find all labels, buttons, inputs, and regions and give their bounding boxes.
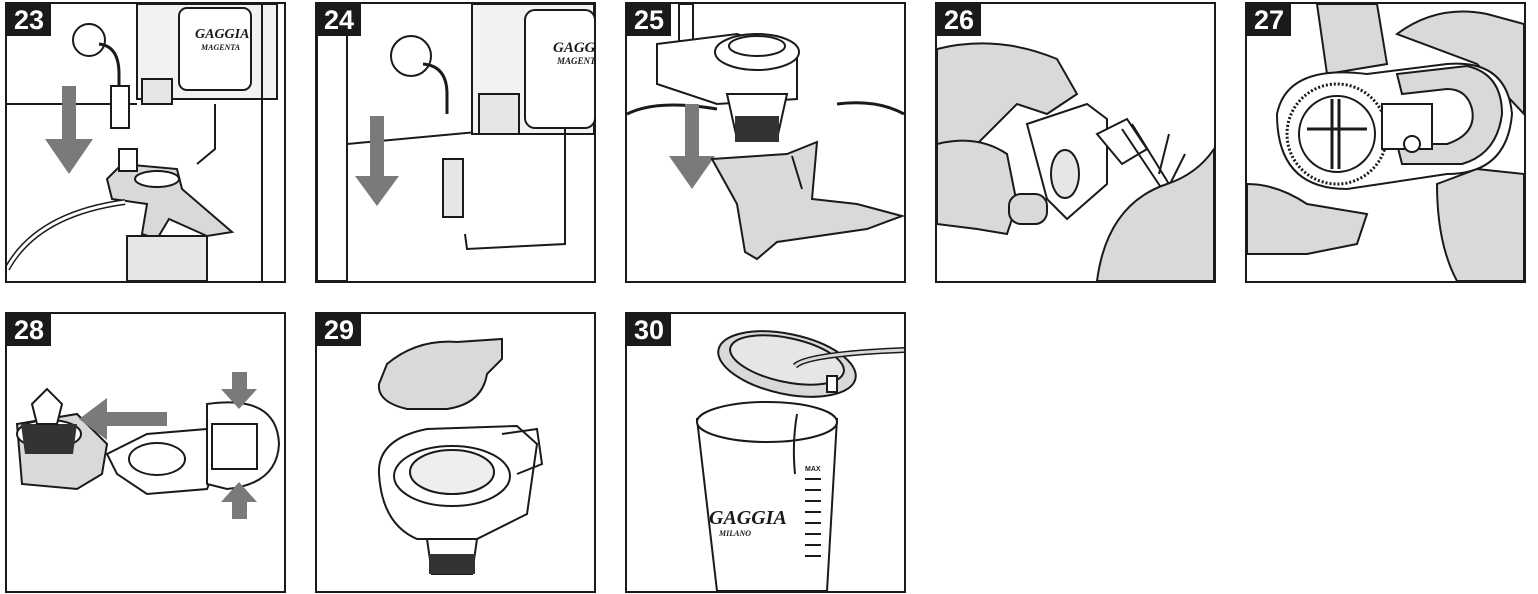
carafe <box>695 418 839 591</box>
step-30-illustration: GAGGIA MILANO MAX <box>695 330 904 591</box>
arrow-down <box>370 116 384 178</box>
arrow-down <box>685 104 699 159</box>
brand-logo: GAGGIA <box>195 27 249 42</box>
step-28-panel: 28 <box>5 312 286 593</box>
step-number: 27 <box>1247 4 1292 36</box>
step-number: 24 <box>317 4 362 36</box>
step-28-illustration <box>15 372 281 519</box>
right-hand <box>1095 147 1214 281</box>
measure-scale <box>805 478 821 557</box>
lid <box>377 337 503 410</box>
step-24-panel: 24 GAGGIA MAGENTA <box>315 2 596 283</box>
step-24-illustration: GAGGIA MAGENTA <box>317 4 594 281</box>
brand-logo: GAGGIA <box>553 40 594 56</box>
step-30-panel: 30 GAGGIA MILANO MAX <box>625 312 906 593</box>
arrow-left <box>79 398 167 440</box>
step-number: 30 <box>627 314 672 346</box>
step-23-panel: 23 GAGGIA MAGENTA <box>5 2 286 283</box>
step-number: 28 <box>7 314 52 346</box>
max-label: MAX <box>805 466 821 473</box>
step-27-illustration <box>1247 4 1524 281</box>
step-29-panel: 29 <box>315 312 596 593</box>
step-26-illustration <box>937 42 1214 281</box>
step-number: 29 <box>317 314 362 346</box>
step-26-panel: 26 <box>935 2 1216 283</box>
step-23-illustration: GAGGIA MAGENTA <box>7 4 278 281</box>
arrow-up <box>221 482 257 519</box>
arrow-down <box>62 86 76 141</box>
step-number: 26 <box>937 4 982 36</box>
arrow-down <box>221 372 257 409</box>
brand-logo: GAGGIA <box>709 507 787 529</box>
step-27-panel: 27 <box>1245 2 1526 283</box>
step-29-illustration <box>377 337 544 575</box>
step-25-panel: 25 <box>625 2 906 283</box>
brand-city: MILANO <box>718 529 751 538</box>
step-number: 23 <box>7 4 52 36</box>
brand-model: MAGENTA <box>200 43 241 52</box>
step-25-illustration <box>627 4 904 261</box>
step-number: 25 <box>627 4 672 36</box>
brand-model: MAGENTA <box>556 56 594 66</box>
